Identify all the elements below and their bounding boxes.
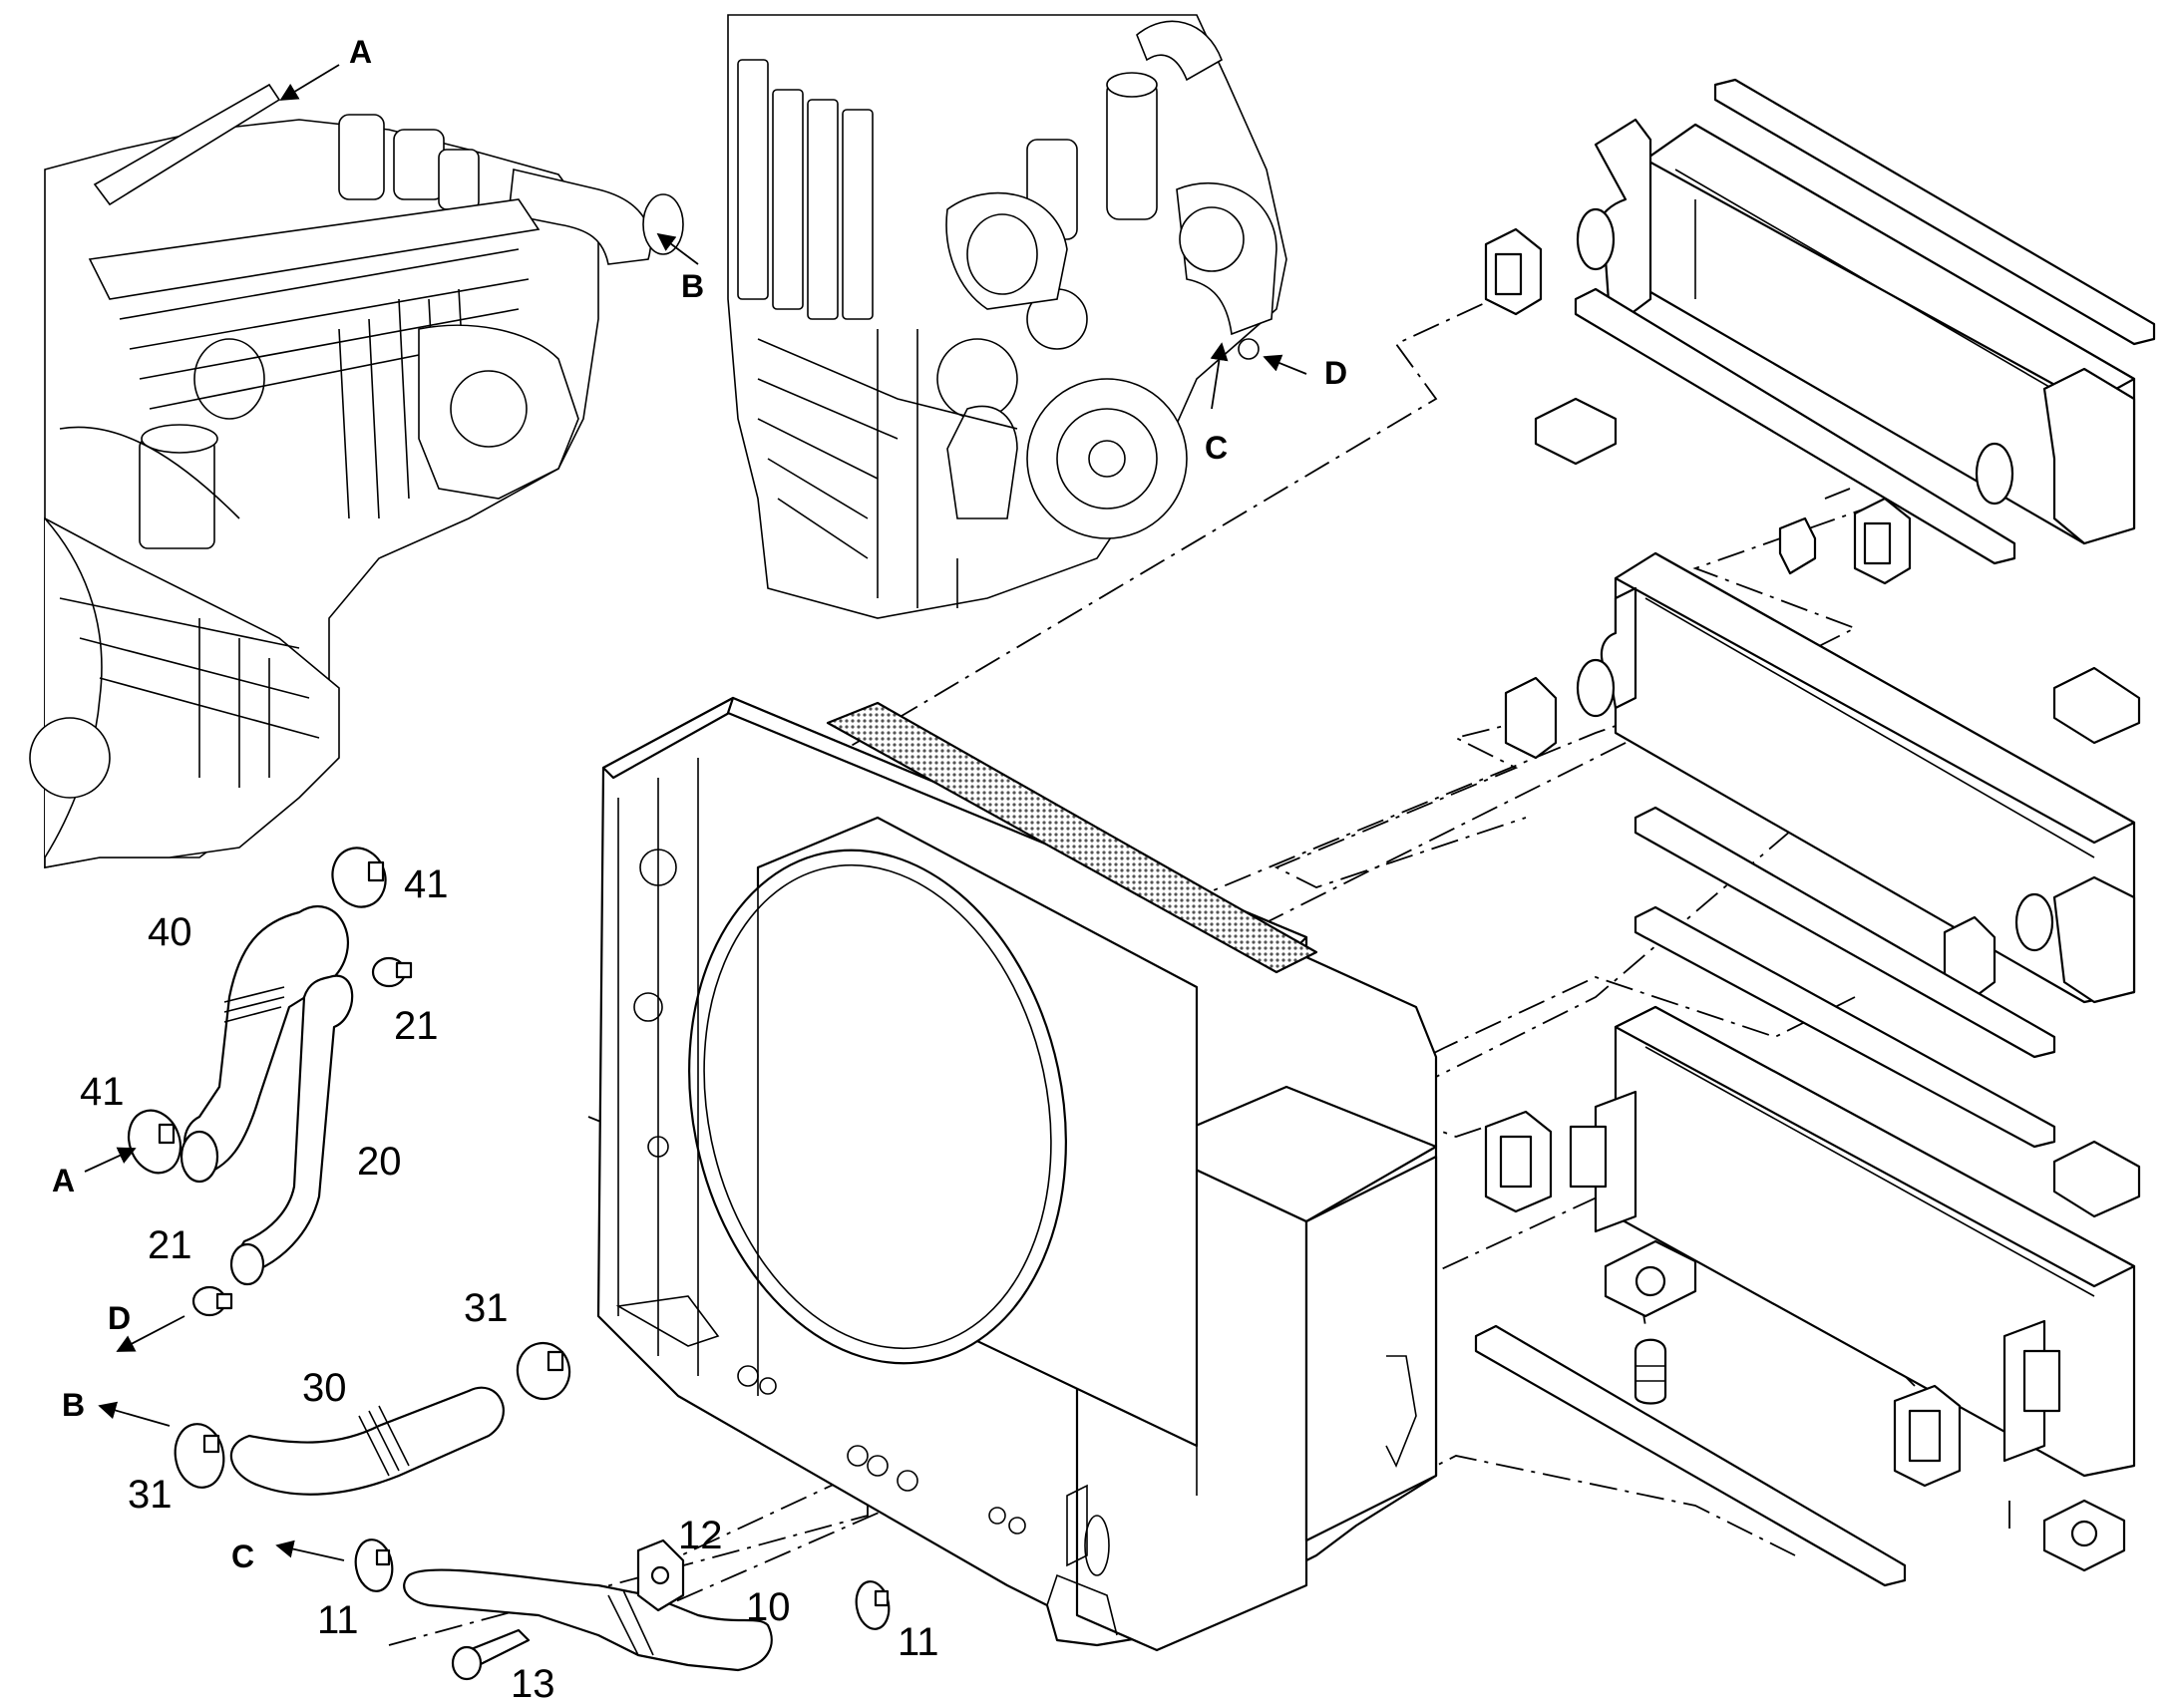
- callout-40: 40: [148, 910, 192, 954]
- part-number-callouts: 40 41 41 21 21 20 31 30 31 12 10 11 11 1…: [80, 862, 939, 1706]
- callout-10: 10: [746, 1585, 791, 1629]
- letter-b-hose: B: [62, 1387, 85, 1423]
- callout-20: 20: [357, 1140, 402, 1184]
- letter-c-engine: C: [1205, 430, 1228, 466]
- cooler-core-bottom: [1474, 905, 2141, 1587]
- letter-d-engine: D: [1324, 355, 1347, 391]
- hose-clamps: [127, 847, 891, 1630]
- callout-12: 12: [678, 1514, 723, 1557]
- engine-right-illustration: [727, 14, 1287, 619]
- cooler-core-top: [1484, 78, 2156, 585]
- letter-a-hose: A: [52, 1163, 75, 1198]
- hose-20: [229, 974, 354, 1286]
- callout-21-top: 21: [394, 1004, 439, 1048]
- callout-11-right: 11: [898, 1620, 939, 1664]
- letter-a-engine: A: [349, 34, 372, 70]
- hose-30: [229, 1386, 505, 1496]
- connection-letters: A B C D A D B C: [52, 34, 1347, 1574]
- callout-41-left: 41: [80, 1070, 125, 1114]
- cooler-core-middle: [1504, 516, 2141, 1059]
- letter-d-hose: D: [108, 1300, 131, 1336]
- callout-13: 13: [511, 1662, 555, 1706]
- bolt-13: [451, 1628, 531, 1681]
- connection-arrows: [84, 64, 1307, 1561]
- callout-41-top: 41: [404, 862, 449, 906]
- callout-11-left: 11: [317, 1598, 359, 1642]
- hose-40: [180, 905, 349, 1184]
- callout-31-left: 31: [128, 1473, 173, 1517]
- radiator-frame: [596, 696, 1438, 1652]
- callout-21-left: 21: [148, 1223, 192, 1267]
- engine-left-illustration: [29, 83, 684, 868]
- letter-b-engine: B: [681, 268, 704, 304]
- callout-31-top: 31: [464, 1286, 509, 1330]
- hose-10: [403, 1538, 773, 1672]
- letter-c-hose: C: [231, 1538, 254, 1574]
- callout-30: 30: [302, 1366, 347, 1410]
